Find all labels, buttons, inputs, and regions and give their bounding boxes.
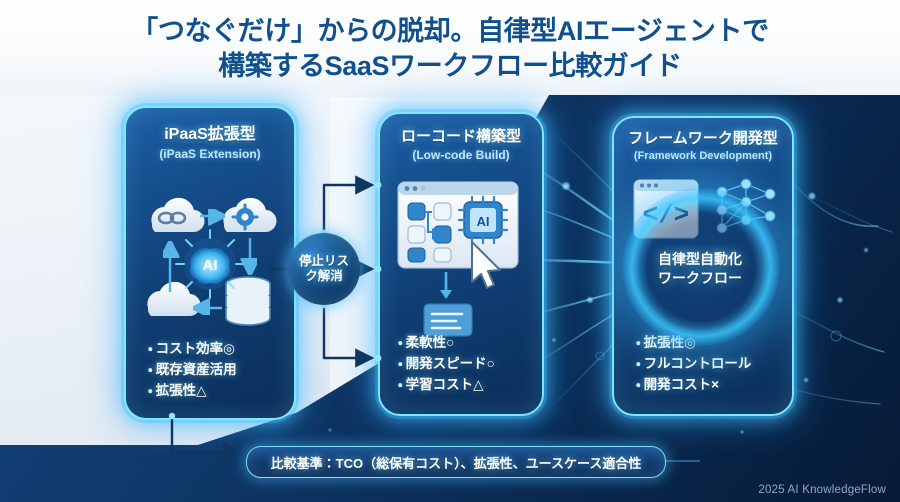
cloud-icon xyxy=(147,281,201,317)
autonomous-workflow-orb: 自律型自動化 ワークフロー xyxy=(602,188,798,346)
page-title: 「つなぐだけ」からの脱却。自律型AIエージェントで 構築するSaaSワークフロー… xyxy=(0,14,900,83)
panel-lowcode-illustration: AI xyxy=(397,181,519,337)
comparison-criteria-text: 比較基準：TCO（総保有コスト）、拡張性、ユースケース適合性 xyxy=(270,455,642,471)
panel-ipaas-heading: iPaaS拡張型 xyxy=(164,126,256,143)
bullet-item: ・拡張性△ xyxy=(148,383,207,399)
bullet-text: コスト効率◎ xyxy=(155,341,235,357)
bullet-text: 開発コスト× xyxy=(643,377,719,393)
panel-lowcode-build[interactable]: ローコード構築型 (Low-code Build) xyxy=(378,112,544,416)
bullet-item: ・既存資産活用 xyxy=(148,362,237,378)
title-line-2: 構築するSaaSワークフロー比較ガイド xyxy=(218,50,682,81)
orb-label-line-2: ワークフロー xyxy=(658,270,742,286)
watermark: 2025 AI KnowledgeFlow xyxy=(758,484,886,496)
comparison-criteria-bar[interactable]: 比較基準：TCO（総保有コスト）、拡張性、ユースケース適合性 xyxy=(246,446,666,478)
svg-text:AI: AI xyxy=(477,214,490,229)
mouse-cursor-icon xyxy=(471,241,501,289)
panel-framework-heading: フレームワーク開発型 xyxy=(628,130,778,147)
database-icon xyxy=(225,276,271,326)
panel-ipaas-subheading: (iPaaS Extension) xyxy=(159,147,261,162)
cloud-gear-icon xyxy=(223,197,277,233)
flow-arrow-down xyxy=(440,272,452,299)
bullet-text: 開発スピード○ xyxy=(405,356,495,372)
orb-core-glow xyxy=(638,204,764,330)
connector-node-label: 停止リス ク解消 xyxy=(299,254,349,285)
cloud-link-icon xyxy=(151,197,205,233)
node-label-line-2: ク解消 xyxy=(305,269,343,283)
panel-ipaas-extension[interactable]: iPaaS拡張型 (iPaaS Extension) xyxy=(124,106,296,420)
bullet-text: フルコントロール xyxy=(643,356,752,372)
bullet-text: 既存資産活用 xyxy=(155,362,237,378)
panel-ipaas-illustration: AI xyxy=(147,197,277,326)
panel-framework-subheading: (Framework Development) xyxy=(633,150,773,163)
browser-window-icon: AI xyxy=(397,181,519,269)
bullet-text: 拡張性△ xyxy=(155,383,207,399)
bullet-item: ・コスト効率◎ xyxy=(148,341,235,357)
orb-label-line-1: 自律型自動化 xyxy=(658,251,742,268)
bullet-text: 柔軟性○ xyxy=(405,335,455,351)
bullet-item: ・開発スピード○ xyxy=(398,356,495,372)
panel-lowcode-bullets: ・柔軟性○ ・開発スピード○ ・学習コスト△ xyxy=(398,333,542,396)
ai-brain-icon: AI xyxy=(175,229,245,299)
bullet-item: ・学習コスト△ xyxy=(398,377,484,393)
bullet-item: ・フルコントロール xyxy=(636,356,752,372)
panel-ipaas-bullets: ・コスト効率◎ ・既存資産活用 ・拡張性△ xyxy=(148,339,294,402)
bullet-text: 学習コスト△ xyxy=(405,377,484,393)
panel-lowcode-heading: ローコード構築型 xyxy=(400,128,521,145)
bullet-item: ・柔軟性○ xyxy=(398,335,455,351)
svg-text:AI: AI xyxy=(203,257,218,274)
bullet-item: ・開発コスト× xyxy=(636,377,719,393)
ai-chip-icon: AI xyxy=(457,195,509,245)
node-label-line-1: 停止リス xyxy=(298,253,349,268)
connector-node-risk[interactable]: 停止リス ク解消 xyxy=(288,233,360,305)
document-card-icon xyxy=(423,303,473,337)
panel-lowcode-subheading: (Low-code Build) xyxy=(412,148,510,163)
background-top-strip xyxy=(0,0,900,97)
title-line-1: 「つなぐだけ」からの脱却。自律型AIエージェントで xyxy=(131,16,769,46)
orb-label: 自律型自動化 ワークフロー xyxy=(658,250,742,288)
